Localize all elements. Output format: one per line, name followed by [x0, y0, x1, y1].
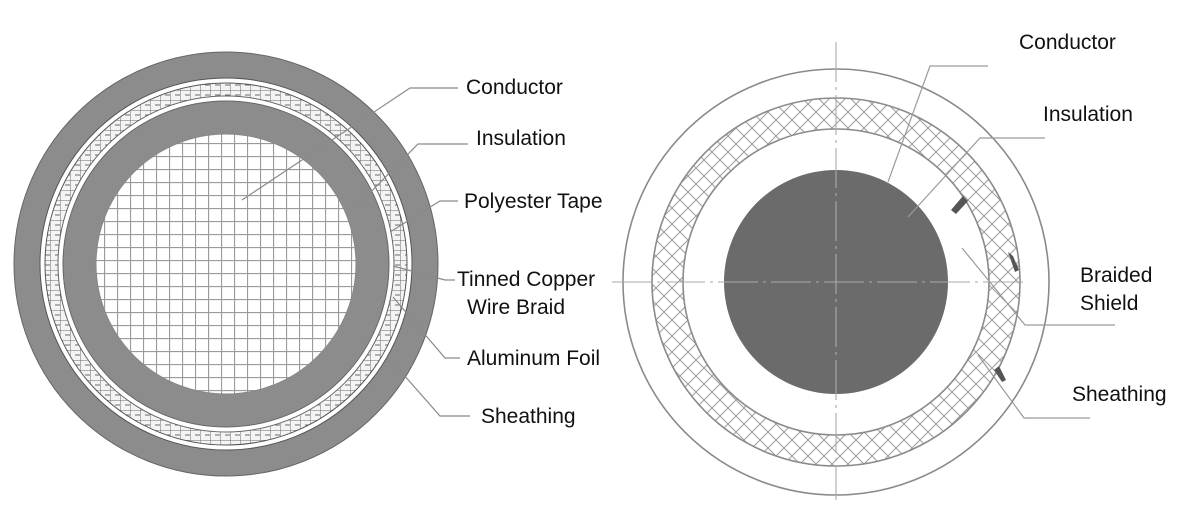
right-label-insulation: Insulation: [1043, 103, 1133, 126]
left-label-conductor: Conductor: [466, 76, 563, 99]
right-cable-diagram: [612, 42, 1115, 500]
left-label-braid-line2: Wire Braid: [467, 296, 566, 319]
right-arrowheads: [951, 196, 1019, 382]
left-conductor: [95, 133, 357, 395]
left-label-aluminum-foil: Aluminum Foil: [467, 347, 601, 370]
right-label-braided-line1: Braided: [1080, 264, 1153, 287]
left-cable-diagram: [13, 51, 470, 477]
right-label-sheathing: Sheathing: [1072, 383, 1167, 406]
right-center-lines: [612, 42, 1025, 500]
left-leader-lines: [241, 87, 470, 417]
left-label-sheathing: Sheathing: [481, 405, 576, 428]
left-label-polyester-tape: Polyester Tape: [464, 190, 603, 213]
right-leader-lines: [887, 65, 1115, 419]
left-label-insulation: Insulation: [476, 127, 566, 150]
right-label-conductor: Conductor: [1019, 31, 1116, 54]
left-label-braid-line1: Tinned Copper: [457, 268, 596, 291]
right-label-braided-line2: Shield: [1080, 292, 1139, 315]
